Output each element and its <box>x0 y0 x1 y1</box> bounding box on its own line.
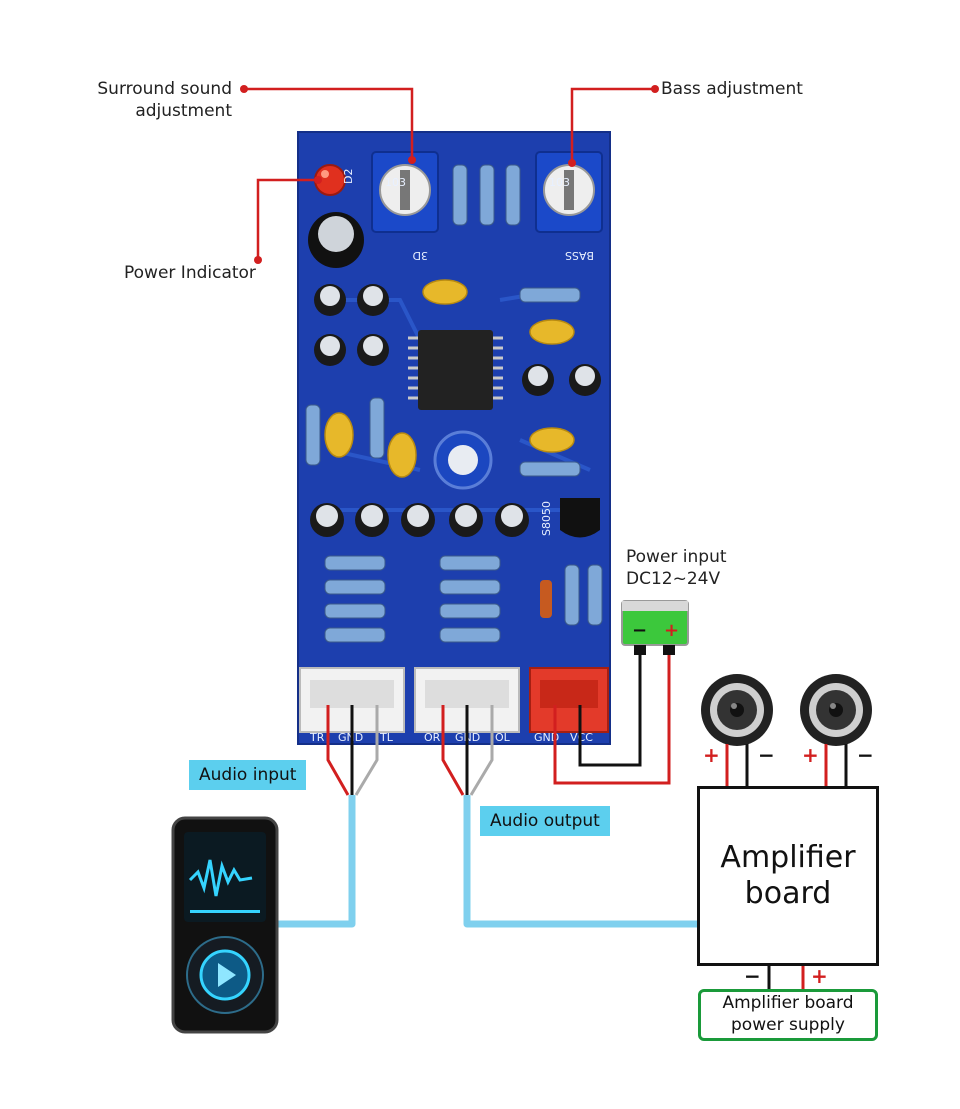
speaker-left <box>701 674 773 786</box>
power-input-line2: DC12~24V <box>626 569 721 589</box>
callout-lines <box>244 87 655 260</box>
input-connector <box>299 667 405 733</box>
speaker-right-plus: + <box>802 743 819 767</box>
pot-code-right: 103 <box>549 176 570 189</box>
power-wires <box>553 650 671 785</box>
music-player <box>171 816 279 1034</box>
pin-ol: OL <box>495 731 511 744</box>
audio-output-tag: Audio output <box>480 806 610 836</box>
pin-tr: TR <box>309 731 325 744</box>
terminal-minus: − <box>632 620 647 641</box>
psu-plus: + <box>811 964 828 988</box>
ic-chip <box>408 330 503 410</box>
power-connector <box>529 667 609 733</box>
amp-power-supply-box: Amplifier board power supply <box>698 989 878 1041</box>
psu-minus: − <box>744 964 761 988</box>
led-indicator: D2 <box>314 164 355 196</box>
audio-cables <box>276 795 697 928</box>
resistors <box>305 164 603 643</box>
amplifier-board: Amplifier board <box>697 786 879 966</box>
surround-label-line1: Surround sound <box>97 79 232 99</box>
pin-labels: TR GND TL OR GND OL GND VCC <box>309 731 593 744</box>
power-indicator-label: Power Indicator <box>124 263 256 283</box>
surround-label: Surround sound adjustment <box>90 78 232 122</box>
electrolytic-capacitor <box>308 212 364 268</box>
transistor: S8050 <box>540 498 600 538</box>
power-terminal: − + <box>621 600 689 655</box>
led-silk-label: D2 <box>342 169 355 184</box>
amp-label-line2: board <box>744 876 832 911</box>
audio-input-tag: Audio input <box>189 760 307 790</box>
pin-vcc: VCC <box>570 731 593 744</box>
callout-dots <box>240 85 659 264</box>
psu-line1: Amplifier board <box>722 993 854 1013</box>
bass-potentiometer: 103 BASS <box>535 151 603 262</box>
amp-label-line1: Amplifier <box>720 840 856 875</box>
surround-label-line2: adjustment <box>135 101 232 121</box>
pin-tl: TL <box>379 731 394 744</box>
terminal-plus: + <box>664 620 679 641</box>
mounting-hole <box>433 430 493 490</box>
speaker-right-minus: − <box>857 743 874 767</box>
ceramic-capacitors <box>324 279 575 478</box>
surround-potentiometer: 103 3D <box>371 151 439 262</box>
power-input-label: Power input DC12~24V <box>626 546 727 590</box>
small-capacitors <box>310 284 601 537</box>
pin-gnd-pwr: GND <box>534 731 559 744</box>
pin-or: OR <box>424 731 441 744</box>
transistor-silk: S8050 <box>540 501 553 536</box>
output-wires <box>441 705 494 796</box>
diode <box>540 580 552 618</box>
pot-left-silk: 3D <box>413 249 428 262</box>
power-input-line1: Power input <box>626 547 727 567</box>
pot-code-left: 103 <box>385 176 406 189</box>
pot-right-silk: BASS <box>565 249 594 262</box>
bass-label: Bass adjustment <box>661 79 803 99</box>
speaker-left-plus: + <box>703 743 720 767</box>
psu-line2: power supply <box>731 1015 845 1035</box>
speaker-left-minus: − <box>758 743 775 767</box>
input-wires <box>326 705 379 796</box>
speaker-right <box>800 674 872 786</box>
play-icon <box>218 963 236 987</box>
